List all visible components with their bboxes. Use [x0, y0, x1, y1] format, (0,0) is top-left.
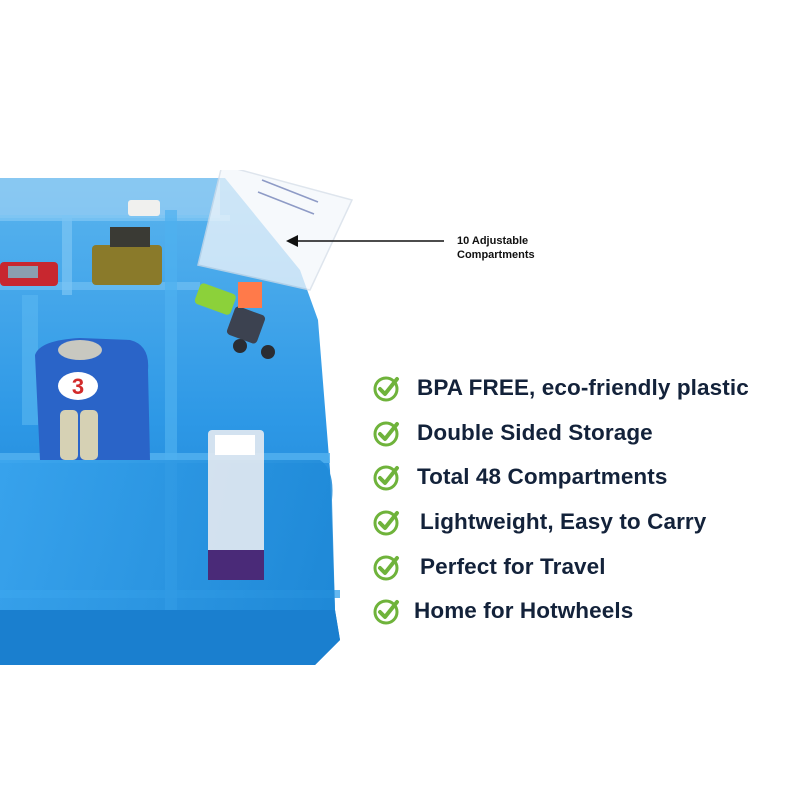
check-circle-icon — [373, 376, 399, 402]
toy-car-white — [128, 200, 160, 216]
feature-label: Lightweight, Easy to Carry — [420, 509, 707, 535]
arrow-left-icon — [286, 235, 444, 247]
feature-label: Double Sided Storage — [417, 419, 653, 445]
feature-list: BPA FREE, eco-friendly plastic Double Si… — [373, 366, 749, 634]
feature-item: Home for Hotwheels — [373, 589, 749, 634]
feature-label: Total 48 Compartments — [417, 464, 668, 490]
check-circle-icon — [373, 599, 399, 625]
feature-item: Total 48 Compartments — [373, 455, 749, 500]
toy-truck-green — [194, 282, 275, 359]
car-number: 3 — [72, 374, 84, 399]
callout-line-2: Compartments — [457, 249, 535, 261]
adjustable-divider-card — [197, 170, 354, 291]
toy-car-blue-number-3: 3 — [35, 338, 150, 460]
callout-label: 10 Adjustable Compartments — [457, 234, 535, 262]
feature-label: Home for Hotwheels — [414, 598, 634, 624]
check-circle-icon — [373, 421, 399, 447]
toy-car-jeep — [92, 227, 162, 285]
toy-firetruck — [208, 430, 264, 580]
check-circle-icon — [373, 465, 399, 491]
feature-label: Perfect for Travel — [420, 553, 606, 579]
feature-item: Double Sided Storage — [373, 411, 749, 456]
check-circle-icon — [373, 555, 399, 581]
toy-car-red — [0, 262, 58, 286]
feature-item: BPA FREE, eco-friendly plastic — [373, 366, 749, 411]
check-circle-icon — [373, 510, 399, 536]
feature-item: Lightweight, Easy to Carry — [373, 500, 749, 545]
product-photo: 3 — [0, 170, 354, 665]
feature-label: BPA FREE, eco-friendly plastic — [417, 375, 749, 401]
feature-item: Perfect for Travel — [373, 544, 749, 589]
callout-line-1: 10 Adjustable — [457, 235, 529, 247]
